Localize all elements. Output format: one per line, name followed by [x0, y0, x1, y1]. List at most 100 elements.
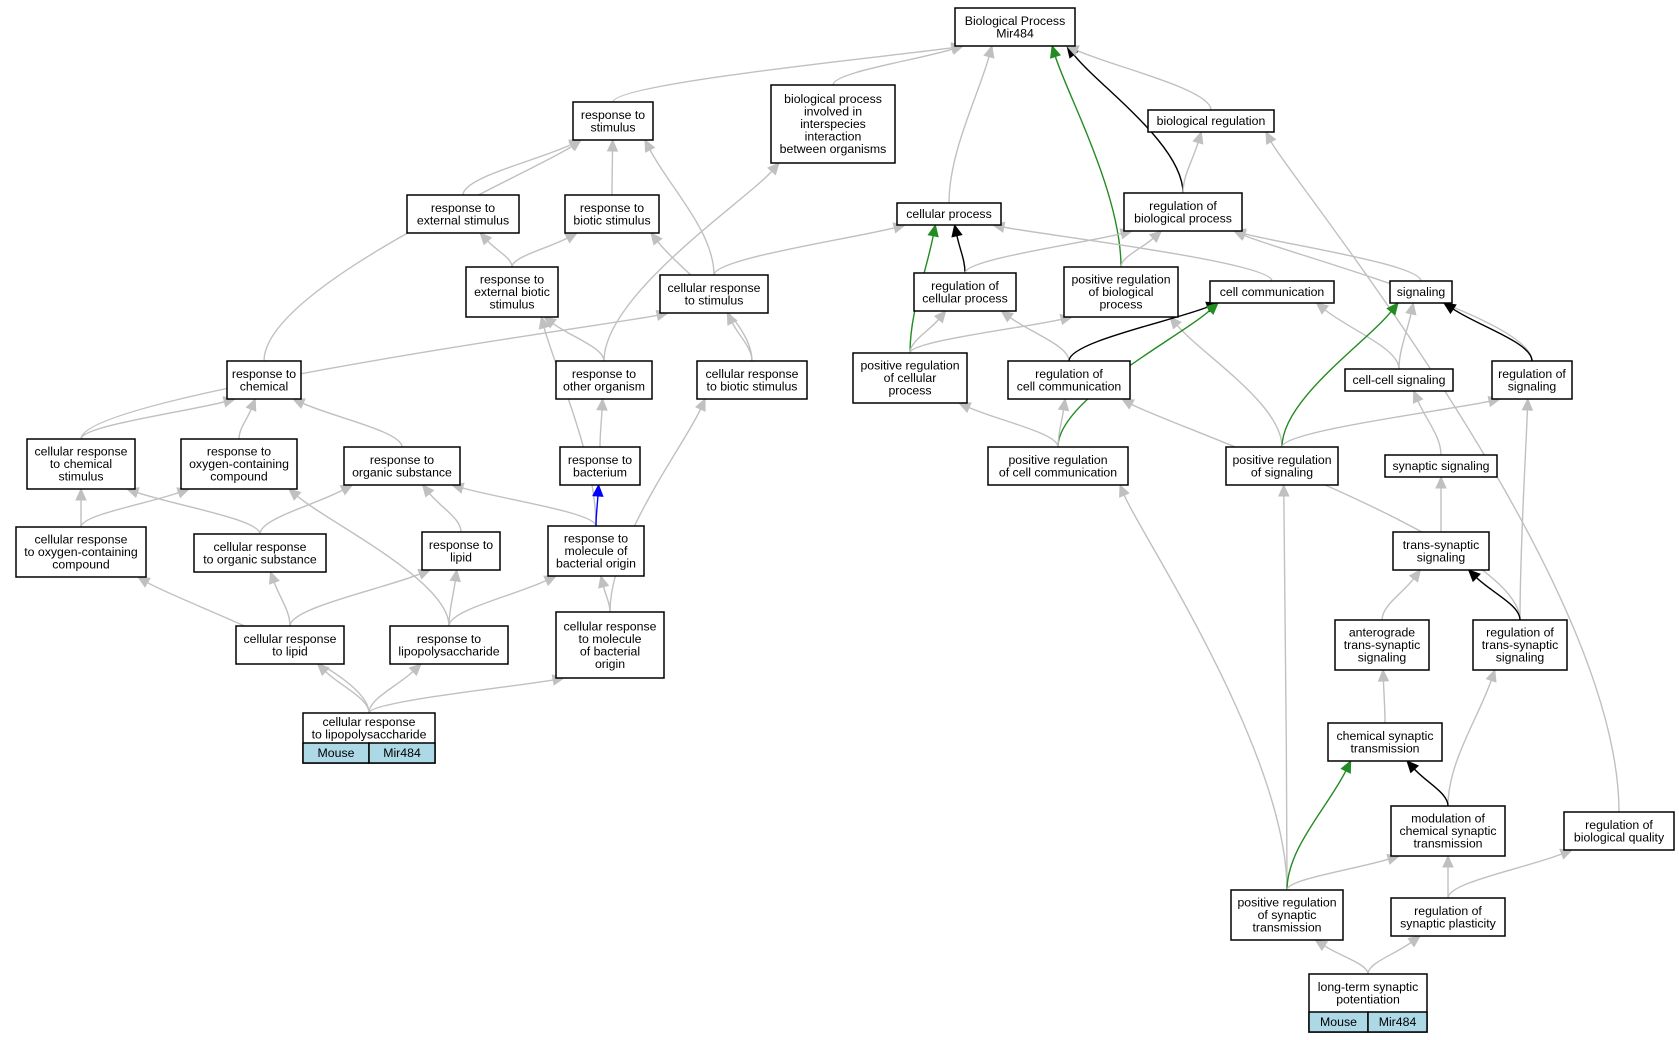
edge-resp_mbo-to-resp_ext_bio	[538, 315, 597, 527]
node-box	[421, 531, 501, 571]
edge-line	[511, 237, 568, 268]
node-label-line: of synaptic	[1258, 908, 1317, 922]
edge-line	[368, 671, 414, 714]
tag-label: Mouse	[1320, 1015, 1357, 1029]
node-box	[226, 360, 302, 400]
edge-pos_reg_sig-to-reg_signaling	[1281, 395, 1502, 448]
edge-resp_ext_bio-to-resp_bio	[511, 232, 579, 268]
edge-pos_reg_syn-to-pos_reg_cc	[1119, 483, 1288, 891]
edge-line	[429, 493, 462, 533]
arrowhead	[1000, 310, 1015, 323]
node-label-line: external biotic	[474, 285, 550, 299]
node-syn-sig[interactable]: synaptic signaling	[1384, 454, 1498, 478]
edge-line	[448, 580, 456, 627]
edge-reg_trans_syn-to-reg_cell_comm	[1120, 398, 1521, 621]
node-signaling[interactable]: signaling	[1389, 280, 1453, 304]
node-box	[1384, 454, 1498, 478]
edge-line	[1281, 311, 1392, 448]
node-label-line: biotic stimulus	[573, 213, 650, 227]
edge-line	[602, 586, 611, 613]
arrowhead	[564, 232, 579, 244]
edge-line	[1324, 309, 1400, 370]
edge-resp_org-to-resp_chem	[291, 398, 403, 448]
node-cell-comm[interactable]: cell communication	[1209, 280, 1335, 304]
node-bio-reg[interactable]: biological regulation	[1147, 109, 1275, 133]
arrowhead	[479, 232, 493, 246]
edge-chem_syn-to-antero	[1377, 668, 1390, 724]
edge-cell_resp_stim-to-cell_proc	[713, 222, 907, 276]
edge-resp_mbo-to-resp_org	[450, 482, 597, 527]
node-box	[1390, 805, 1506, 857]
node-cell-proc[interactable]: cellular process	[896, 202, 1002, 226]
arrowhead	[543, 575, 558, 587]
edge-antero-to-trans_syn	[1381, 569, 1422, 621]
node-box	[954, 7, 1076, 47]
edge-ltp-to-reg_syn_plast	[1367, 935, 1421, 975]
edge-cell_resp_org-to-resp_org	[259, 484, 354, 535]
edge-mod_chem_syn-to-chem_syn	[1406, 760, 1449, 807]
node-label-line: cell communication	[1017, 379, 1122, 393]
node-label-line: bacterial origin	[556, 557, 636, 571]
node-label-line: signaling	[1397, 285, 1446, 299]
node-label-line: response to	[429, 538, 493, 552]
node-label-line: of cellular	[884, 371, 937, 385]
node-box	[1390, 897, 1506, 937]
node-label-line: transmission	[1413, 837, 1482, 851]
node-label-line: lipid	[450, 550, 472, 564]
arrowhead	[568, 139, 582, 152]
node-label-line: regulation of	[1585, 818, 1653, 832]
node-label-line: regulation of	[1486, 626, 1554, 640]
node-cc-signaling[interactable]: cell-cell signaling	[1344, 368, 1454, 392]
arrowhead	[288, 488, 302, 501]
node-label-line: cellular response	[214, 540, 307, 554]
node-label-line: cellular response	[706, 367, 799, 381]
node-label-line: cellular process	[906, 207, 991, 221]
arrowhead	[1442, 302, 1457, 315]
node-label-line: to oxygen-containing	[24, 545, 138, 559]
edge-bio_reg-to-root	[1065, 45, 1212, 111]
node-label-line: cellular response	[35, 533, 128, 547]
arrowhead	[695, 397, 706, 412]
edge-reg_cell_comm-to-reg_cell_proc	[1000, 310, 1070, 362]
node-label-line: to lipopolysaccharide	[312, 727, 427, 741]
